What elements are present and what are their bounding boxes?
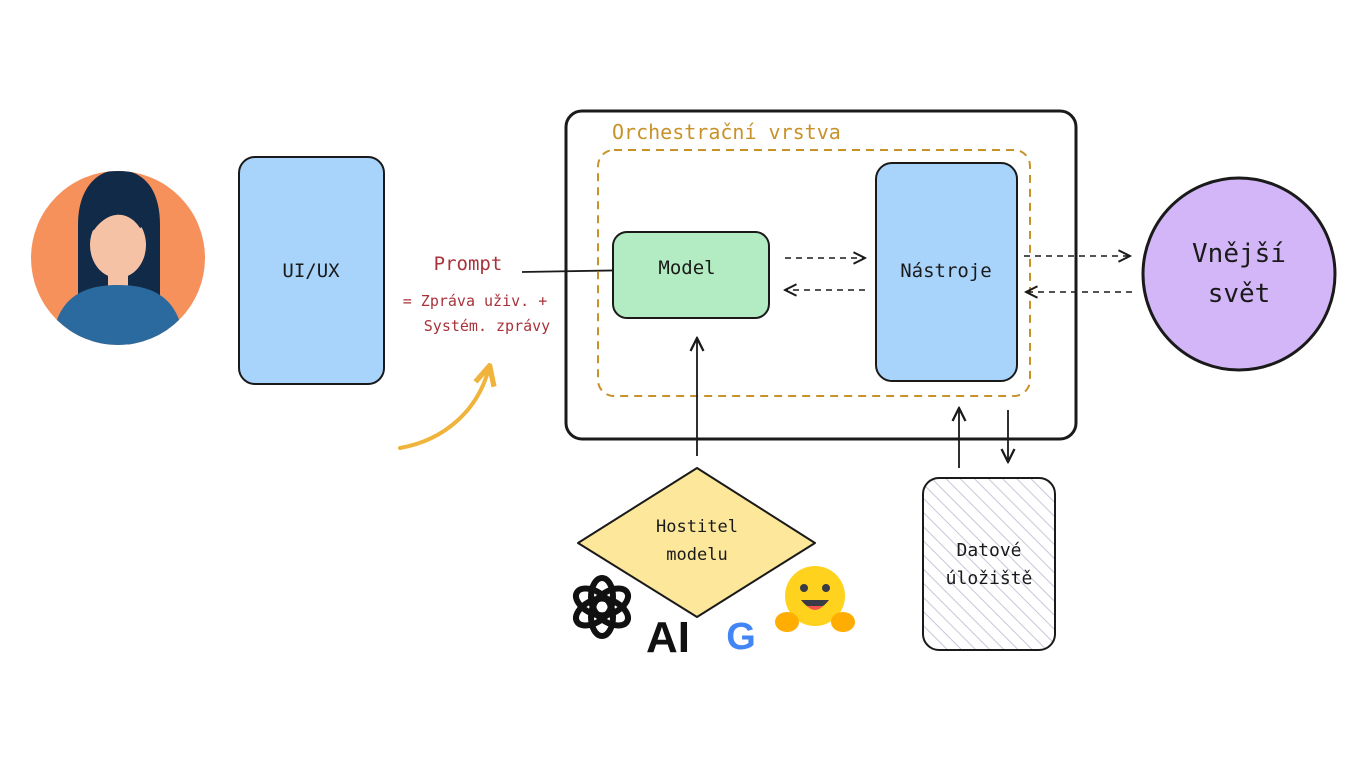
- model-label: Model: [658, 257, 715, 279]
- world-label-line2: svět: [1208, 279, 1271, 309]
- user-avatar-icon: [31, 171, 205, 345]
- openai-logo-icon: [572, 575, 632, 639]
- prompt-annotation: Prompt = Zpráva uživ. + Systém. zprávy: [403, 253, 550, 335]
- orchestration-frame: [564, 109, 1078, 441]
- storage-label-line1: Datové: [956, 540, 1021, 561]
- tools-label: Nástroje: [900, 260, 992, 282]
- model-box: Model: [612, 231, 770, 319]
- huggingface-logo-icon: [775, 566, 855, 632]
- prompt-line1: = Zpráva uživ. +: [403, 292, 548, 310]
- world-label-line1: Vnější: [1192, 239, 1286, 269]
- data-storage-box: Datové úložiště: [922, 477, 1056, 651]
- prompt-line2: Systém. zprávy: [424, 317, 550, 335]
- prompt-curve-arrow: [398, 368, 489, 450]
- orchestration-label: Orchestrační vrstva: [612, 120, 841, 144]
- ui-ux-label: UI/UX: [282, 260, 340, 282]
- host-label-line1: Hostitel: [656, 517, 738, 537]
- orchestration-layer: [597, 149, 1031, 397]
- model-host-diamond: Hostitel modelu: [577, 467, 816, 618]
- google-logo-icon: G: [726, 616, 756, 658]
- ui-ux-box: UI/UX: [238, 156, 385, 385]
- tools-box: Nástroje: [875, 162, 1018, 382]
- external-world-circle: Vnější svět: [1141, 176, 1337, 372]
- storage-label-line2: úložiště: [946, 568, 1033, 589]
- prompt-title: Prompt: [434, 253, 503, 275]
- anthropic-logo-icon: AI: [646, 613, 690, 662]
- host-label-line2: modelu: [666, 545, 727, 565]
